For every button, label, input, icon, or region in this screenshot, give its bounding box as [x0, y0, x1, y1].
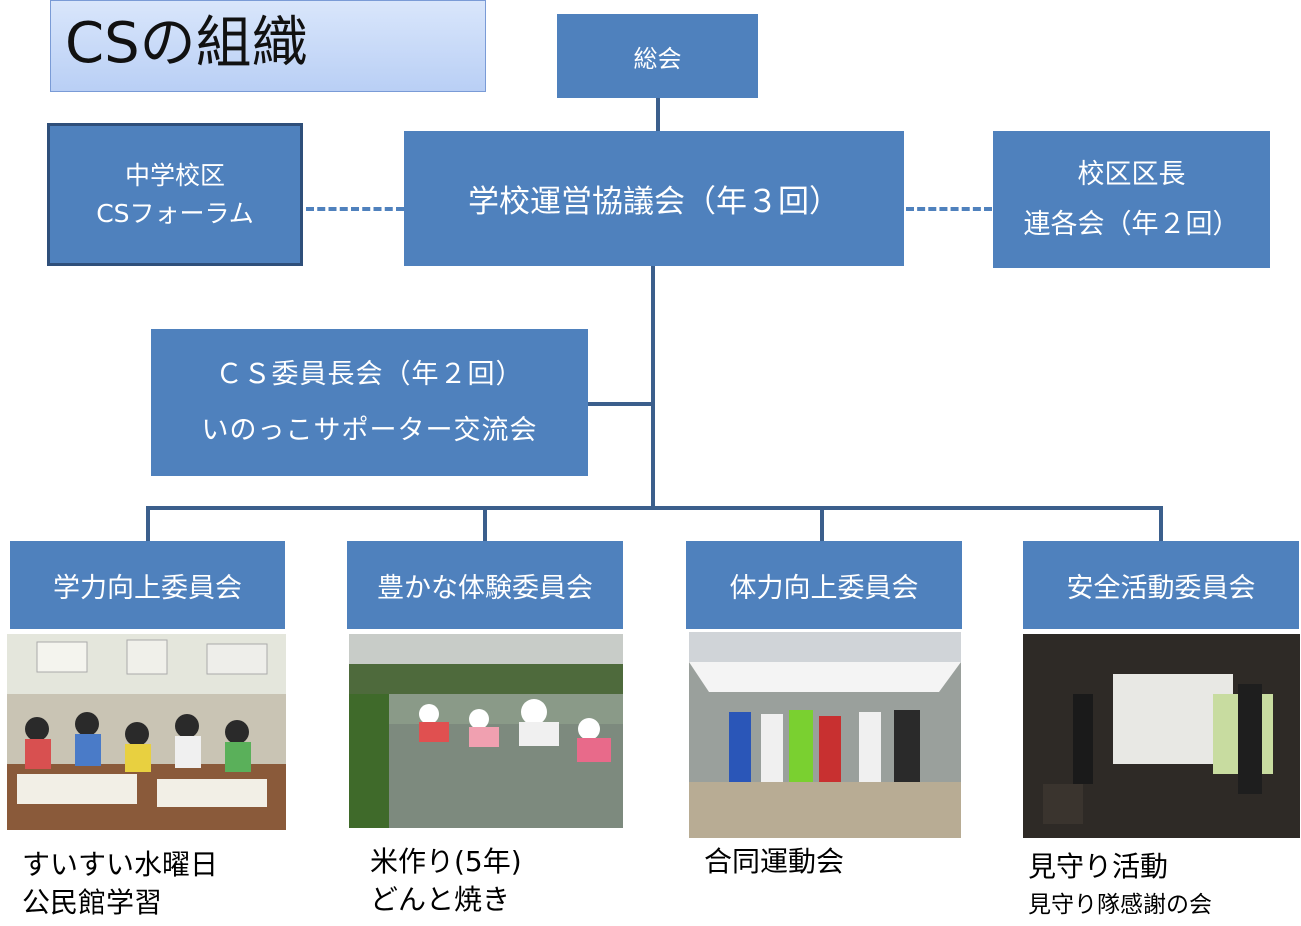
connector-committee-2 [483, 506, 487, 542]
node-district-line1: 校区区長 [1077, 158, 1186, 190]
connector-horizontal-bus [146, 506, 1163, 510]
connector-assembly-council [656, 97, 660, 132]
committee-experience-label: 豊かな体験委員会 [377, 572, 593, 604]
dashed-link-district [906, 207, 992, 211]
caption-experience: 米作り(5年) どんと焼き [370, 843, 670, 919]
node-forum-line2: CSフォーラム [96, 198, 254, 228]
caption-safety: 見守り活動 見守り隊感謝の会 [1028, 848, 1298, 924]
node-cs-chairs-meeting: ＣＳ委員長会（年２回） いのっこサポーター交流会 [151, 329, 588, 476]
photo-sports-day [689, 632, 961, 838]
connector-committee-1 [146, 506, 150, 542]
node-school-council-label: 学校運営協議会（年３回） [468, 184, 840, 220]
committee-safety: 安全活動委員会 [1023, 541, 1299, 629]
caption-experience-line1: 米作り(5年) [370, 845, 522, 878]
caption-academic-line2: 公民館学習 [22, 886, 163, 919]
committee-fitness: 体力向上委員会 [686, 541, 962, 629]
caption-academic: すいすい水曜日 公民館学習 [22, 846, 322, 922]
committee-academic-label: 学力向上委員会 [53, 572, 242, 604]
photo-classroom-study [7, 634, 286, 830]
node-chairs-line2: いのっこサポーター交流会 [201, 414, 538, 446]
connector-committee-4 [1159, 506, 1163, 542]
dashed-link-forum [306, 207, 404, 211]
node-general-assembly: 総会 [557, 14, 758, 98]
connector-chairs [588, 402, 653, 406]
node-district-chiefs: 校区区長 連各会（年２回） [993, 131, 1270, 268]
connector-committee-3 [820, 506, 824, 542]
page-title: CSの組織 [50, 0, 486, 92]
photo-patrol-meeting [1023, 634, 1300, 838]
committee-safety-label: 安全活動委員会 [1066, 572, 1256, 604]
caption-experience-line2: どんと焼き [370, 883, 511, 916]
node-forum-line1: 中学校区 [124, 160, 225, 190]
caption-fitness: 合同運動会 [704, 843, 1004, 881]
caption-safety-line1: 見守り活動 [1028, 850, 1169, 883]
caption-safety-line2: 見守り隊感謝の会 [1028, 892, 1212, 918]
caption-fitness-line1: 合同運動会 [704, 845, 845, 878]
committee-academic: 学力向上委員会 [10, 541, 285, 629]
connector-council-down [651, 265, 655, 508]
photo-rice-planting [349, 634, 623, 828]
node-school-council: 学校運営協議会（年３回） [404, 131, 904, 266]
committee-experience: 豊かな体験委員会 [347, 541, 623, 629]
caption-academic-line1: すいすい水曜日 [22, 848, 219, 881]
node-district-line2: 連各会（年２回） [1023, 208, 1240, 240]
node-chairs-line1: ＣＳ委員長会（年２回） [215, 358, 524, 390]
committee-fitness-label: 体力向上委員会 [729, 572, 919, 604]
node-general-assembly-label: 総会 [633, 44, 682, 73]
node-junior-high-forum: 中学校区 CSフォーラム [47, 123, 303, 266]
